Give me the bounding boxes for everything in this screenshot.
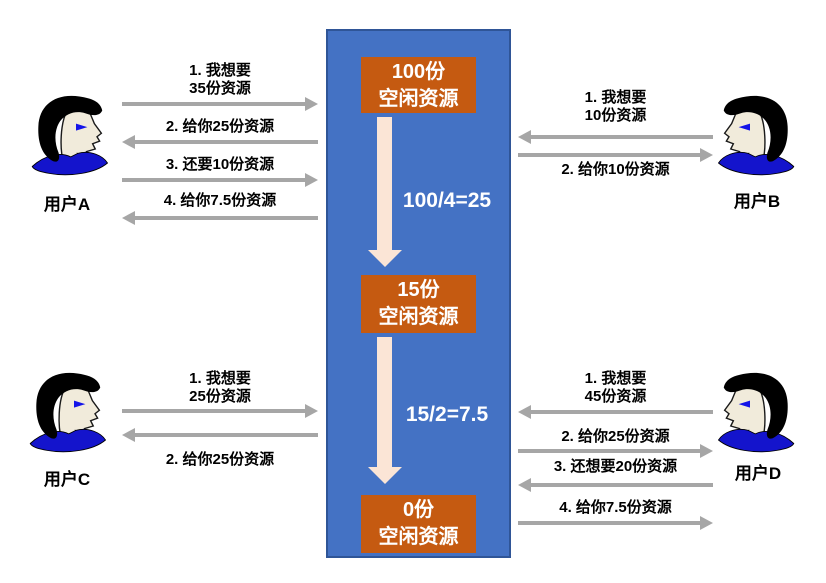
msg-c2-arrow-left-icon [122, 428, 318, 442]
msg-d1-label: 1. 我想要 45份资源 [584, 370, 647, 405]
profile-head-icon [31, 95, 109, 176]
flow-down-arrow-1-shaft [377, 117, 392, 250]
msg-c1-arrow-right-icon [122, 404, 318, 418]
msg-d4-label: 4. 给你7.5份资源 [559, 499, 672, 516]
msg-d2-arrow-right-icon [518, 444, 713, 458]
msg-c1-label: 1. 我想要 25份资源 [189, 370, 251, 405]
user-a-avatar-icon [24, 93, 114, 177]
msg-a4-label: 4. 给你7.5份资源 [163, 192, 277, 209]
msg-a1-label: 1. 我想要 35份资源 [189, 62, 251, 97]
msg-a3-label: 3. 还要10份资源 [165, 156, 275, 173]
user-c-name: 用户C [43, 470, 91, 489]
flow-down-arrow-1-head [368, 250, 402, 267]
msg-a4-arrow-left-icon [122, 211, 318, 225]
msg-b2-label: 2. 给你10份资源 [561, 161, 670, 178]
msg-b2-arrow-right-icon [518, 148, 713, 162]
msg-d1-arrow-left-icon [518, 405, 713, 419]
stage-label: 空闲资源 [378, 306, 459, 328]
user-b-avatar-icon [712, 93, 802, 177]
calc-division-1: 100/4=25 [402, 189, 492, 212]
msg-b1-arrow-left-icon [518, 130, 713, 144]
pool-stage-box-15: 15份 空闲资源 [361, 275, 476, 333]
stage-label: 空闲资源 [378, 526, 459, 548]
stage-amount: 100份 [391, 61, 446, 83]
profile-head-icon [717, 95, 795, 176]
msg-a2-label: 2. 给你25份资源 [165, 118, 275, 135]
stage-label: 空闲资源 [378, 88, 459, 110]
msg-a2-arrow-left-icon [122, 135, 318, 149]
user-c-avatar-icon [22, 370, 112, 454]
stage-amount: 0份 [402, 499, 435, 521]
profile-head-icon [717, 372, 795, 453]
stage-amount: 15份 [397, 279, 440, 301]
calc-division-2: 15/2=7.5 [405, 403, 489, 426]
msg-d2-label: 2. 给你25份资源 [561, 428, 670, 445]
user-a-name: 用户A [43, 195, 91, 214]
msg-d3-arrow-left-icon [518, 478, 713, 492]
msg-a3-arrow-right-icon [122, 173, 318, 187]
msg-d3-label: 3. 还想要20份资源 [553, 458, 678, 475]
pool-stage-box-100: 100份 空闲资源 [361, 57, 476, 113]
msg-b1-label: 1. 我想要 10份资源 [584, 89, 647, 124]
flow-down-arrow-2-shaft [377, 337, 392, 467]
flow-down-arrow-2-head [368, 467, 402, 484]
user-b-name: 用户B [733, 192, 781, 211]
msg-c2-label: 2. 给你25份资源 [165, 451, 275, 468]
user-d-avatar-icon [712, 370, 802, 454]
user-d-name: 用户D [734, 464, 782, 483]
msg-a1-arrow-right-icon [122, 97, 318, 111]
pool-stage-box-0: 0份 空闲资源 [361, 495, 476, 553]
msg-d4-arrow-right-icon [518, 516, 713, 530]
profile-head-icon [29, 372, 107, 453]
